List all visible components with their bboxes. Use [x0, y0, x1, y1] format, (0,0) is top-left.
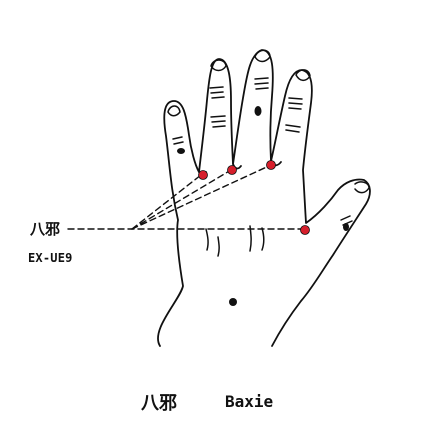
knuckle-crease-5	[285, 124, 301, 133]
caption-pinyin: Baxie	[225, 392, 274, 411]
nail-thumb-icon	[354, 181, 370, 194]
nail-2-icon	[210, 59, 227, 72]
thumb-mark	[343, 223, 349, 231]
acupoint-2	[227, 165, 237, 175]
knuckle-crease-4	[288, 97, 303, 110]
palm-line-3	[249, 225, 252, 252]
knuckle-crease-3	[254, 77, 269, 90]
palm-line-2	[217, 236, 220, 257]
knuckle-crease-1	[209, 86, 225, 99]
caption-chinese: 八邪	[141, 393, 177, 414]
knuckle-crease-2	[210, 115, 226, 128]
guide-line-3	[131, 164, 272, 230]
finger-webbing-line-2	[232, 163, 242, 170]
nail-3-icon	[254, 49, 271, 63]
pointer-code: EX-UE9	[28, 251, 73, 265]
hand-outline	[157, 49, 371, 347]
acupoint-1	[198, 170, 208, 180]
pointer-label: 八邪	[30, 220, 61, 238]
guide-line-1	[131, 174, 202, 230]
finger-mark-1	[177, 148, 185, 154]
guide-line-2	[131, 169, 232, 230]
nail-1-icon	[167, 105, 181, 117]
palm-dot	[229, 298, 237, 306]
palm-line-1	[205, 228, 209, 251]
knuckle-crease-6	[172, 136, 184, 145]
acupoint-4	[300, 225, 310, 235]
finger-mark-2	[254, 106, 262, 116]
nail-4-icon	[295, 69, 311, 82]
palm-line-4	[261, 227, 265, 251]
acupoint-3	[266, 160, 276, 170]
